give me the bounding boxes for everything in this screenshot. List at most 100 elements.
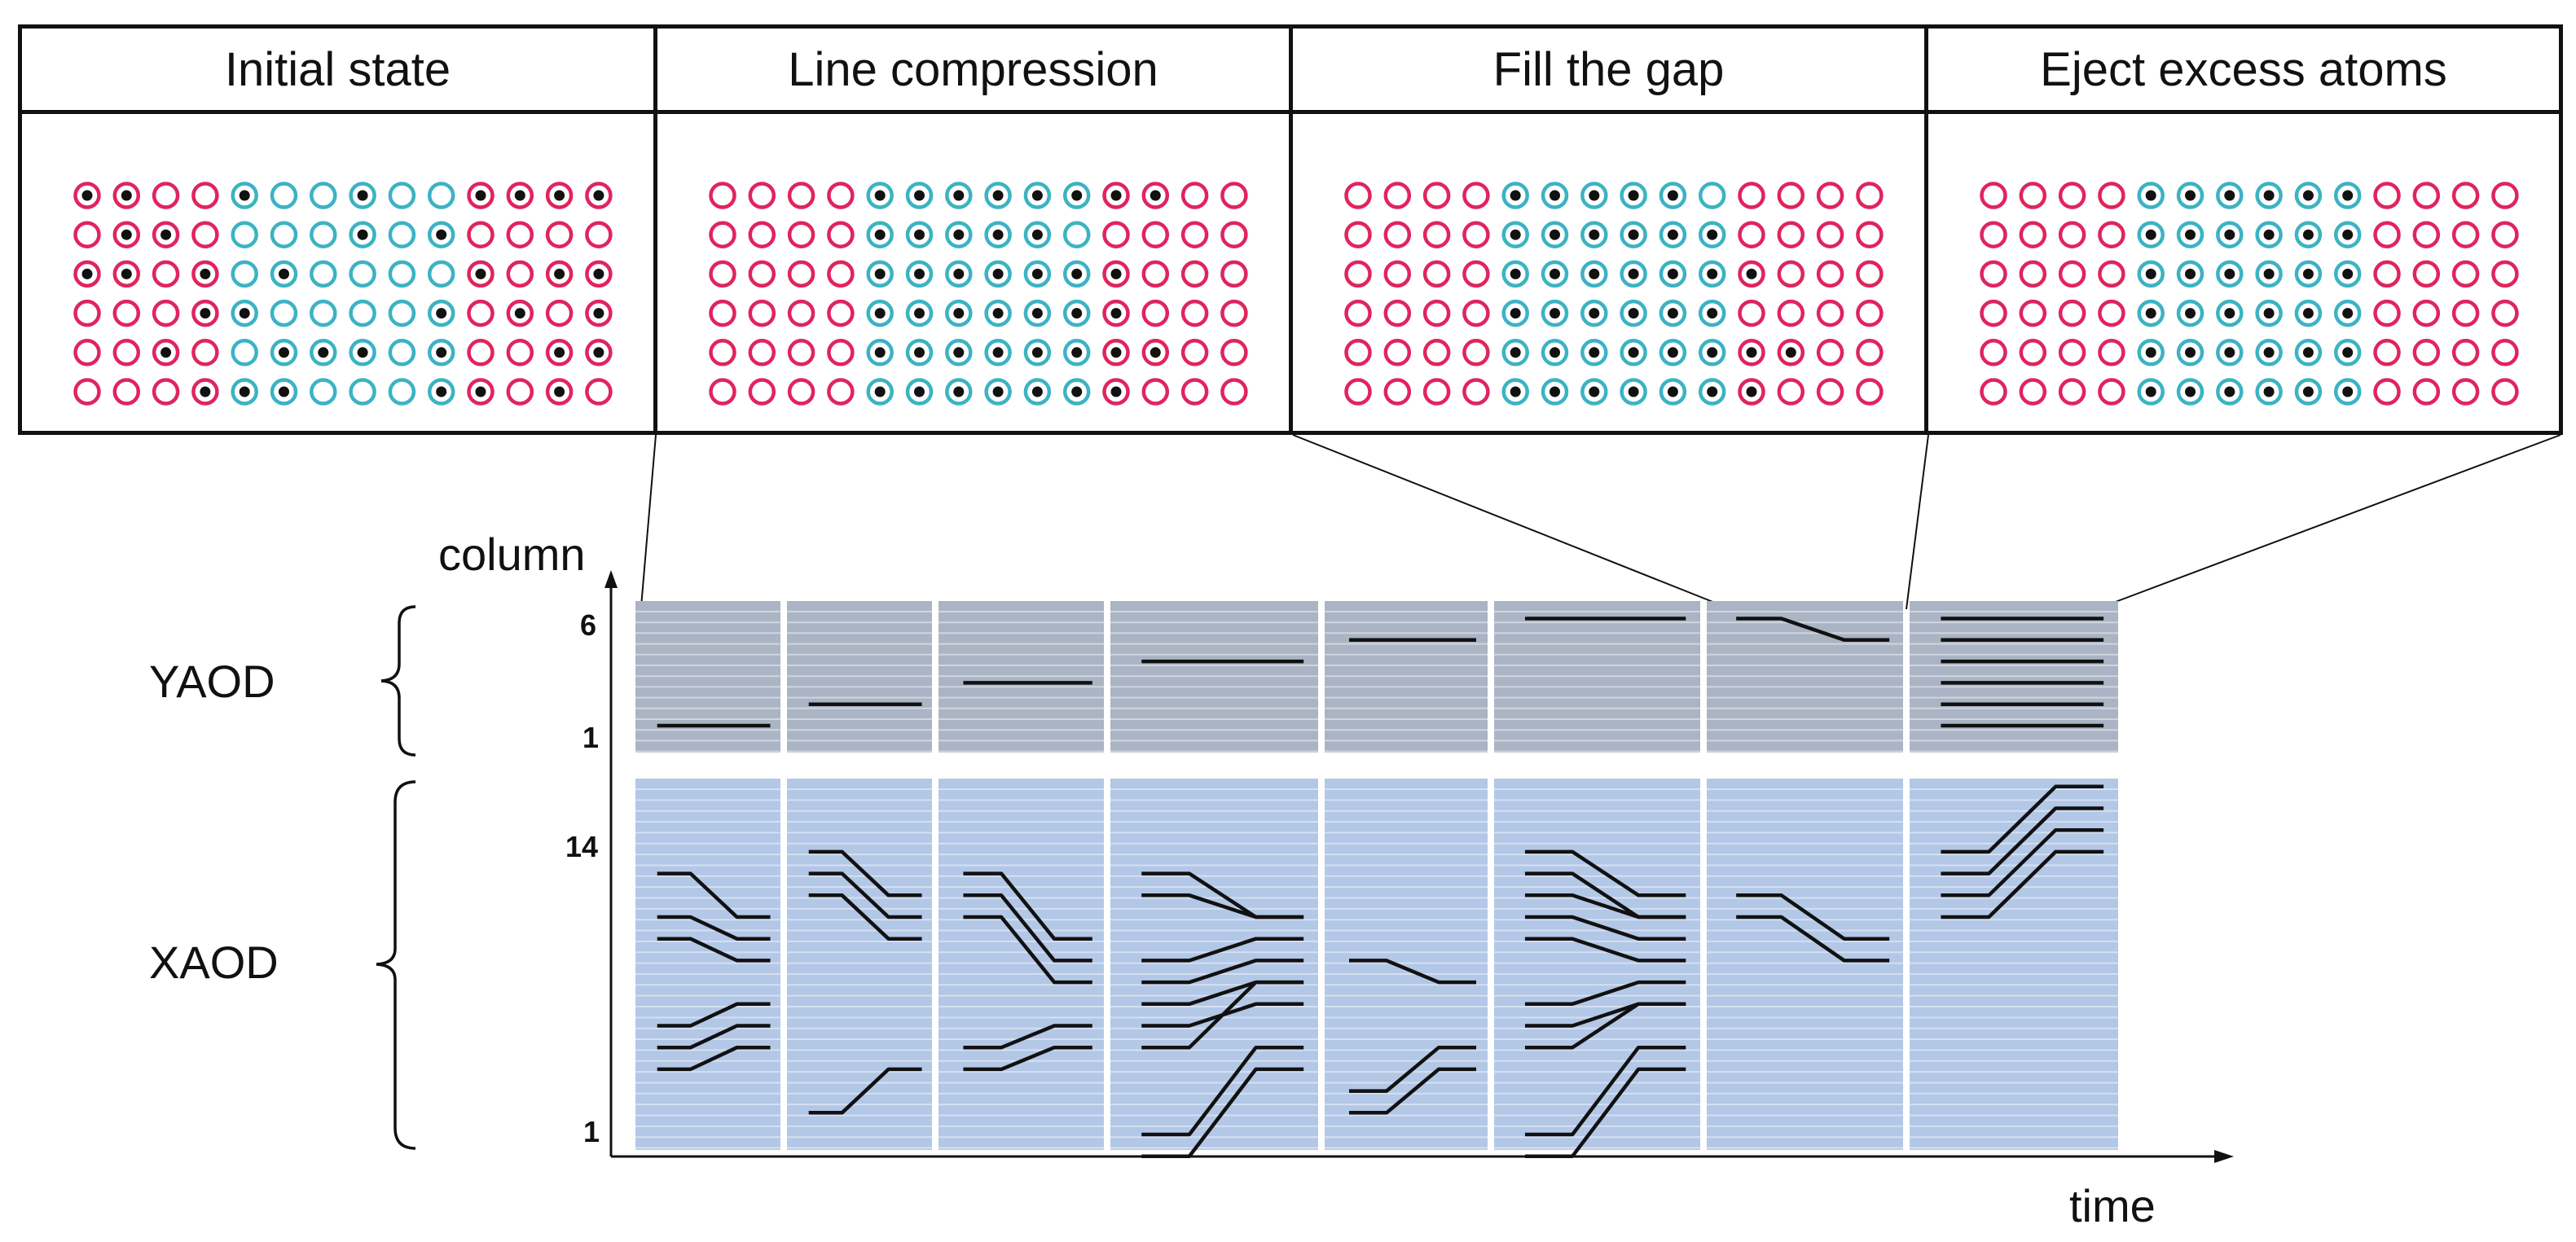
trap-site <box>1980 339 2007 366</box>
trap-site <box>2098 182 2125 209</box>
atom <box>2224 386 2235 397</box>
trap-site <box>1422 221 1451 248</box>
trajectory <box>808 849 922 897</box>
xaod-block <box>787 779 932 1150</box>
trap-site <box>2451 378 2480 406</box>
trap-site <box>1980 221 2007 248</box>
trap-site <box>506 299 534 327</box>
trap-site <box>1141 339 1170 366</box>
atom <box>1667 386 1678 397</box>
trap-site <box>1344 260 1372 288</box>
trap-site <box>787 260 815 288</box>
trap-site <box>984 182 1012 209</box>
trap-site <box>2137 221 2165 248</box>
atom <box>1031 386 1043 397</box>
xaod-block <box>1325 779 1488 1150</box>
trap-site <box>1062 339 1091 366</box>
atom <box>593 347 604 358</box>
trap-site <box>709 221 736 248</box>
trap-site <box>2451 299 2480 327</box>
trap-site <box>2255 260 2283 288</box>
trap-site <box>827 339 855 366</box>
trap-site <box>1659 339 1687 366</box>
atom <box>1510 268 1521 279</box>
trap-site <box>585 378 613 406</box>
trap-site <box>1462 299 1490 327</box>
atom <box>1628 386 1639 397</box>
trap-site <box>2294 182 2323 209</box>
trap-site <box>191 378 219 406</box>
trap-site <box>945 299 973 327</box>
atom <box>436 308 447 319</box>
atom <box>914 190 925 201</box>
trap-site <box>545 378 574 406</box>
trap-site <box>2176 182 2205 209</box>
trap-site <box>1023 299 1052 327</box>
trap-site <box>310 378 337 406</box>
panel-title: Initial state <box>22 29 653 114</box>
atom <box>2302 347 2314 358</box>
trap-site <box>191 339 219 366</box>
trap-site <box>1980 299 2007 327</box>
trap-site <box>2058 221 2086 248</box>
trap-site <box>585 260 613 288</box>
atom <box>1667 190 1678 201</box>
trap-site <box>1659 182 1687 209</box>
trap-site <box>1180 378 1209 406</box>
trap-site <box>2137 339 2165 366</box>
trap-site <box>2373 339 2401 366</box>
trap-site <box>349 339 376 366</box>
trajectory <box>963 1045 1092 1072</box>
trajectory <box>1141 893 1304 919</box>
atom <box>2145 308 2156 319</box>
atom <box>1785 347 1796 358</box>
atom <box>2224 347 2235 358</box>
trap-site <box>1659 260 1687 288</box>
atom <box>2302 268 2314 279</box>
trap-site <box>1383 378 1412 406</box>
atom <box>475 268 486 279</box>
atom <box>1628 229 1639 240</box>
trap-site <box>984 260 1012 288</box>
trap-site <box>827 260 855 288</box>
atom <box>279 347 289 358</box>
trap-site <box>866 221 894 248</box>
trap-site <box>1659 378 1687 406</box>
trap-site <box>748 378 776 406</box>
atom <box>1550 308 1560 319</box>
yaod-block <box>939 601 1104 753</box>
atom <box>1589 190 1600 201</box>
xaod-block <box>939 779 1104 1150</box>
trap-site <box>349 299 376 327</box>
atom <box>2185 347 2196 358</box>
atom <box>2145 386 2156 397</box>
trap-site <box>1698 260 1726 288</box>
atom <box>1628 347 1639 358</box>
trap-site <box>905 378 934 406</box>
trap-site <box>787 299 815 327</box>
trap-site <box>73 339 101 366</box>
x-axis-label: time <box>2069 1180 2156 1231</box>
trap-site <box>905 260 934 288</box>
trap-site <box>112 260 141 288</box>
trap-site <box>427 378 455 406</box>
panel-title: Fill the gap <box>1293 29 1924 114</box>
atom <box>1510 347 1521 358</box>
atom <box>1071 347 1083 358</box>
trap-site <box>1023 339 1052 366</box>
atom <box>992 347 1004 358</box>
trap-site <box>748 182 776 209</box>
trap-site <box>2216 260 2244 288</box>
trap-site <box>945 260 973 288</box>
trap-site <box>2491 221 2519 248</box>
trajectory <box>963 871 1092 941</box>
atom <box>593 190 604 201</box>
trap-site <box>1738 299 1765 327</box>
trap-site <box>545 299 574 327</box>
trap-site <box>506 378 534 406</box>
trap-site <box>2137 182 2165 209</box>
atom <box>318 347 329 358</box>
trap-site <box>709 299 736 327</box>
trap-site <box>2098 260 2125 288</box>
